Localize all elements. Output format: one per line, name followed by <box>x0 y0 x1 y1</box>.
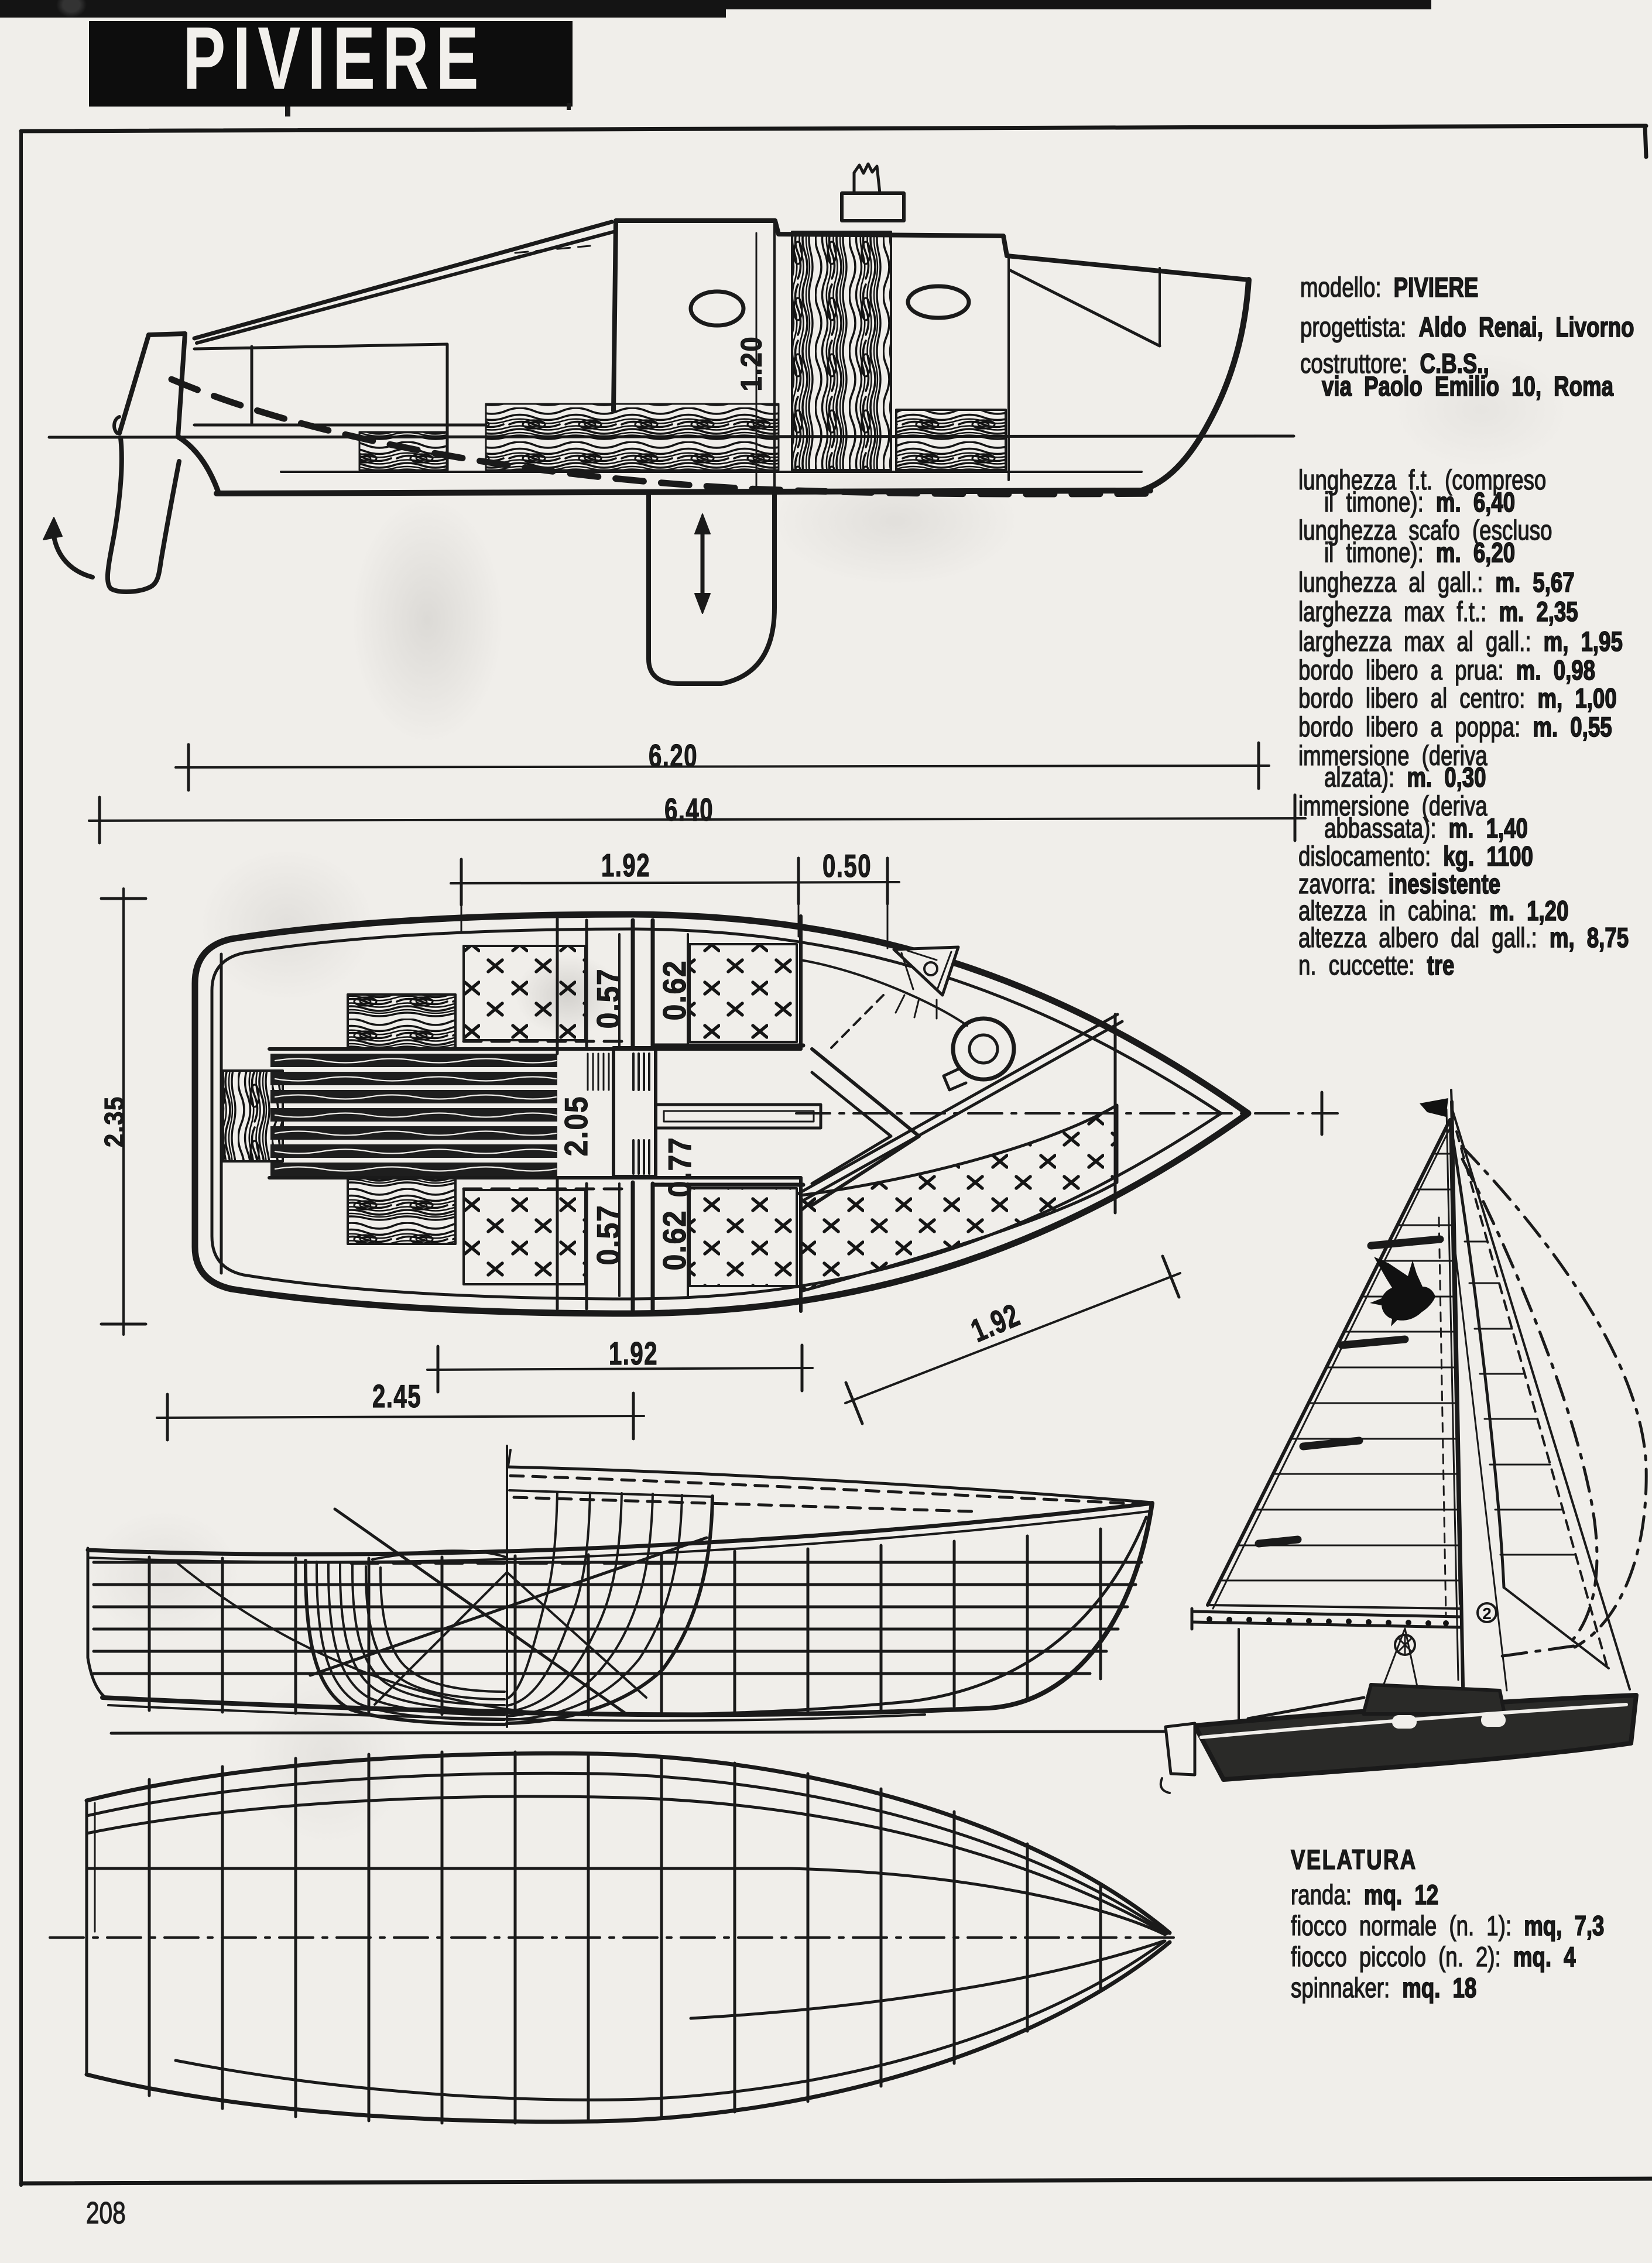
svg-text:2: 2 <box>1482 1604 1492 1623</box>
